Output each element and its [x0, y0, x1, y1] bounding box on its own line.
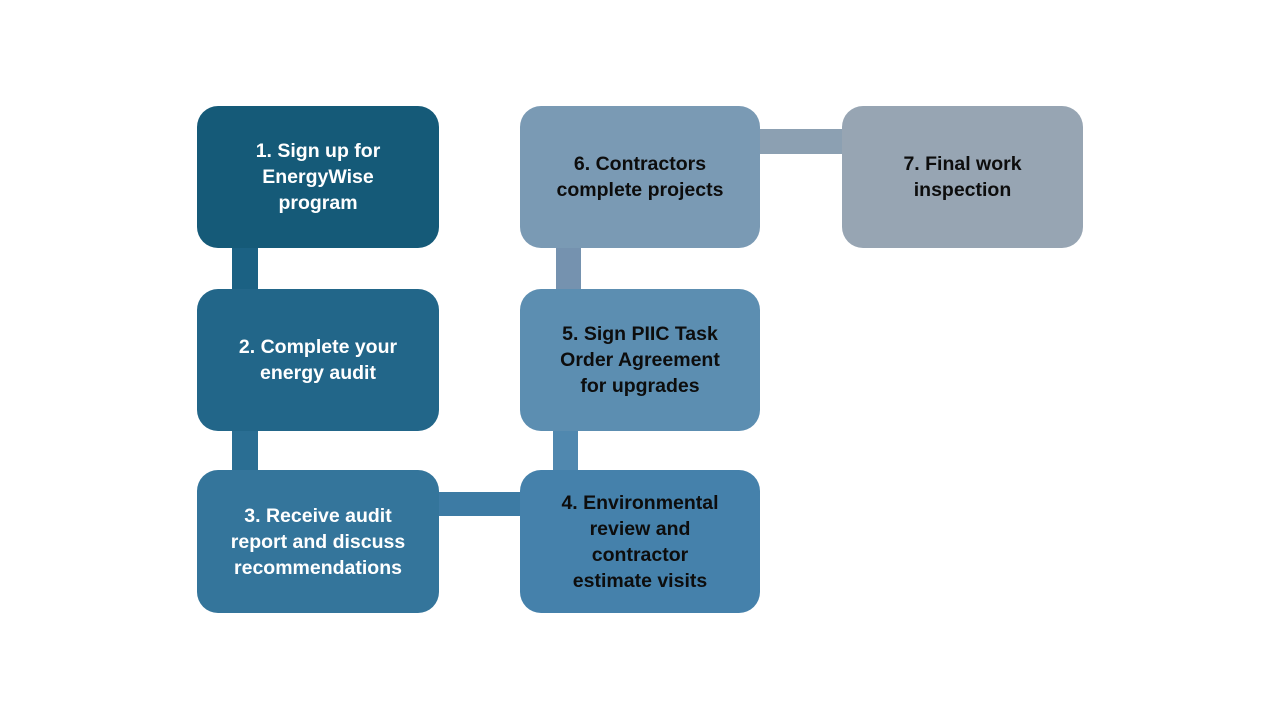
connector-step6-step7 [759, 129, 843, 154]
step-7-box: 7. Final work inspection [842, 106, 1083, 248]
step-2-box: 2. Complete your energy audit [197, 289, 439, 431]
connector-step2-step3 [232, 429, 258, 471]
step-6-box: 6. Contractors complete projects [520, 106, 760, 248]
step-7-label: 7. Final work inspection [903, 153, 1022, 201]
step-5-label: 5. Sign PIIC Task Order Agreement for up… [560, 323, 720, 397]
step-1-box: 1. Sign up for EnergyWise program [197, 106, 439, 248]
step-6-label: 6. Contractors complete projects [556, 153, 724, 201]
connector-step3-step4 [438, 492, 521, 516]
step-5-box: 5. Sign PIIC Task Order Agreement for up… [520, 289, 760, 431]
step-3-label: 3. Receive audit report and discuss reco… [230, 504, 406, 579]
step-4-box: 4. Environmental review and contractor e… [520, 470, 760, 613]
step-4-label: 4. Environmental review and contractor e… [561, 491, 719, 592]
step-2-label: 2. Complete your energy audit [238, 336, 398, 384]
connector-step1-step2 [232, 247, 258, 290]
step-1-label: 1. Sign up for EnergyWise program [255, 140, 381, 214]
step-3-box: 3. Receive audit report and discuss reco… [197, 470, 439, 613]
connector-step5-step6 [556, 247, 581, 290]
connector-step4-step5 [553, 429, 578, 471]
